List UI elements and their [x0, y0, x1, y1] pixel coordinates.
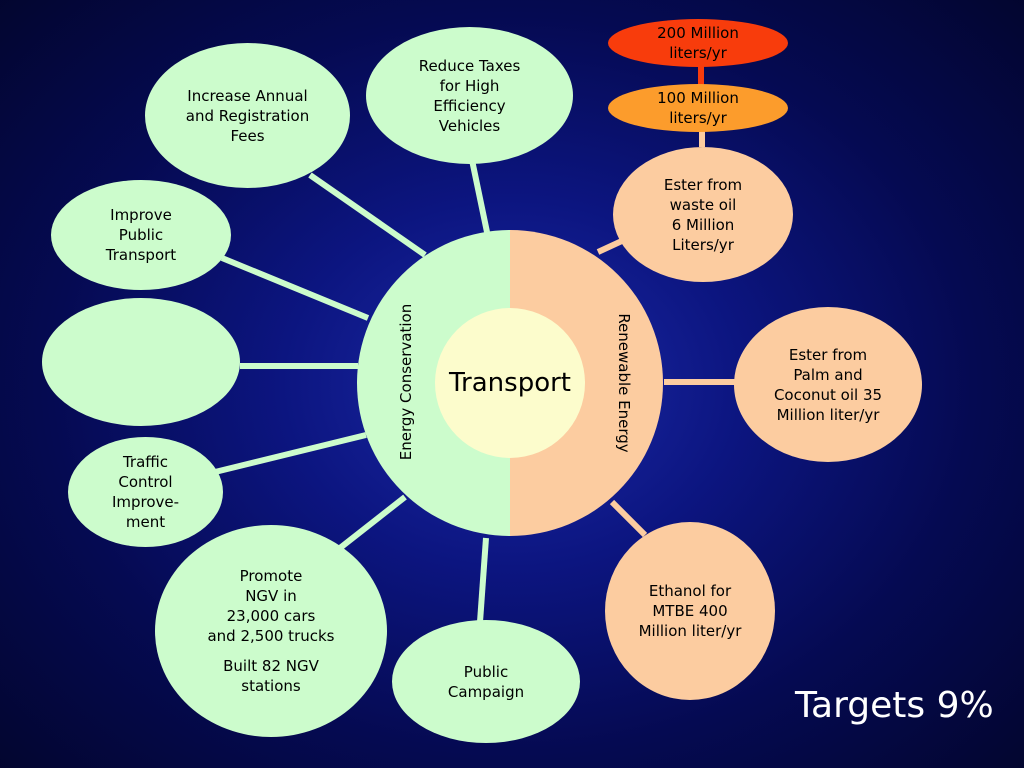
node-ester-waste-oil: Ester from waste oil 6 Million Liters/yr	[613, 147, 793, 282]
targets-caption: Targets 9%	[795, 685, 994, 726]
target-100-million: 100 Million liters/yr	[608, 84, 788, 132]
energy-conservation-half	[357, 230, 510, 536]
connector-public-transport	[220, 255, 370, 321]
connector-traffic	[214, 432, 367, 475]
node-reduce-taxes: Reduce Taxes for High Efficiency Vehicle…	[366, 27, 573, 164]
target-200-million: 200 Million liters/yr	[608, 19, 788, 67]
connector-ester-waste	[596, 237, 626, 255]
node-ester-palm-coconut: Ester from Palm and Coconut oil 35 Milli…	[734, 307, 922, 462]
node-increase-fees-label: Increase Annual and Registration Fees	[185, 86, 310, 145]
node-traffic-control: Traffic Control Improve- ment	[68, 437, 223, 547]
connector-campaign	[477, 537, 489, 623]
node-blank	[42, 298, 240, 426]
target-200-million-label: 200 Million liters/yr	[657, 24, 739, 62]
node-promote-ngv-label: Promote NGV in 23,000 cars and 2,500 tru…	[207, 567, 335, 645]
target-100-million-label: 100 Million liters/yr	[657, 89, 739, 127]
node-promote-ngv-stations: Built 82 NGV stations	[223, 657, 319, 695]
node-ester-waste-oil-label: Ester from waste oil 6 Million Liters/yr	[663, 175, 743, 254]
connector-ngv	[338, 494, 407, 551]
node-public-campaign-label: Public Campaign	[447, 662, 525, 701]
node-improve-public-transport-label: Improve Public Transport	[105, 206, 177, 264]
center-core	[435, 308, 585, 458]
center-title: Transport	[448, 368, 571, 398]
node-ethanol-mtbe-label: Ethanol for MTBE 400 Million liter/yr	[638, 582, 742, 640]
renewable-energy-label: Renewable Energy	[615, 313, 633, 453]
node-ethanol-mtbe: Ethanol for MTBE 400 Million liter/yr	[605, 522, 775, 700]
node-increase-fees: Increase Annual and Registration Fees	[145, 43, 350, 188]
connector-taxes	[469, 159, 490, 233]
node-promote-ngv: Promote NGV in 23,000 cars and 2,500 tru…	[155, 525, 387, 737]
connector-fees	[308, 172, 427, 258]
node-public-campaign: Public Campaign	[392, 620, 580, 743]
connector-ethanol	[609, 499, 648, 538]
energy-conservation-label: Energy Conservation	[397, 303, 415, 461]
renewable-energy-half	[510, 230, 663, 536]
node-traffic-control-label: Traffic Control Improve- ment	[111, 453, 180, 531]
node-reduce-taxes-label: Reduce Taxes for High Efficiency Vehicle…	[418, 56, 521, 135]
node-improve-public-transport: Improve Public Transport	[51, 180, 231, 290]
node-ester-palm-coconut-label: Ester from Palm and Coconut oil 35 Milli…	[773, 345, 883, 424]
